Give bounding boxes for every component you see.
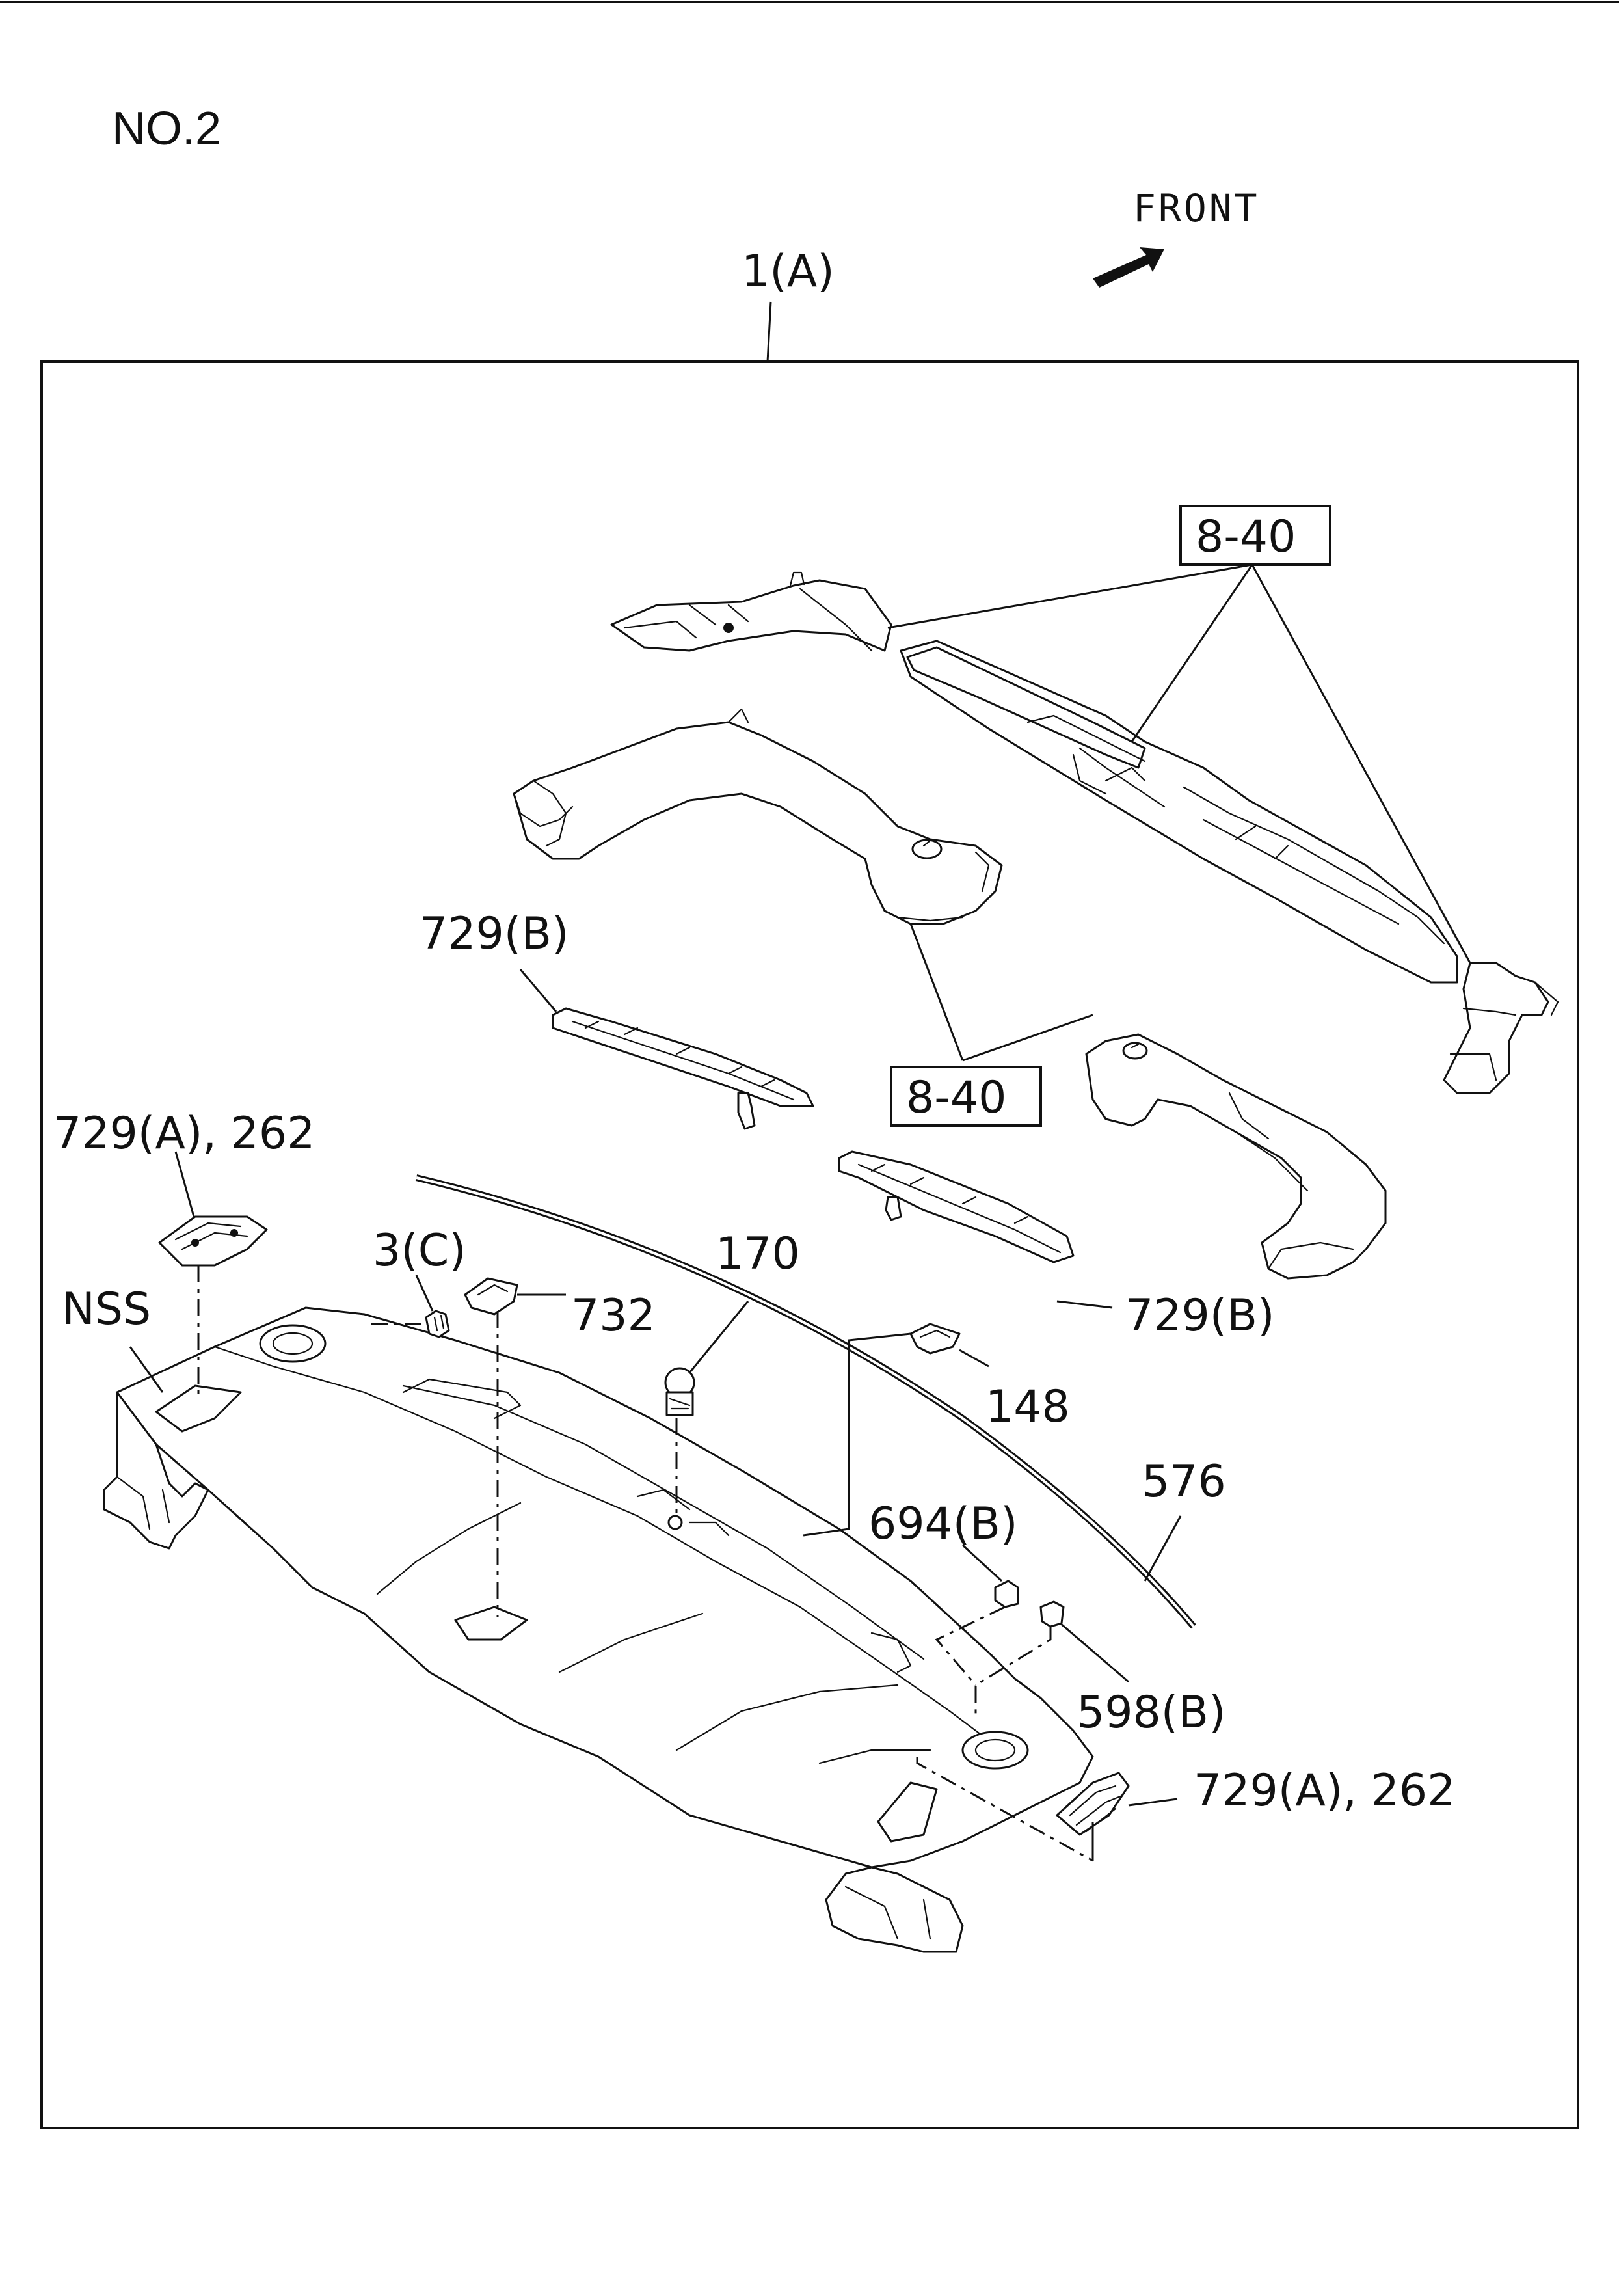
lower-grille (838, 1150, 1075, 1263)
leader-8-40-b (1131, 564, 1253, 742)
label-732: 732 (571, 1290, 656, 1342)
clip-732 (464, 1277, 518, 1316)
label-729a-left: 729(A), 262 (53, 1108, 315, 1159)
vent-left (158, 1215, 268, 1267)
nut-598b (1039, 1600, 1065, 1628)
front-arrow-icon (1093, 247, 1164, 288)
part-170 (664, 1367, 695, 1416)
dash-694b (935, 1606, 1006, 1686)
leader-729a-right (1128, 1798, 1178, 1807)
upper-right-duct (610, 571, 892, 652)
leader-8-40-e (962, 1014, 1093, 1062)
leader-3c (415, 1275, 434, 1312)
label-694b: 694(B) (868, 1498, 1018, 1550)
assembly-label: 1(A) (742, 246, 835, 297)
label-576: 576 (1142, 1456, 1226, 1507)
label-729b-lower: 729(B) (1125, 1290, 1275, 1342)
page-title: NO.2 (112, 103, 221, 155)
label-729b-upper: 729(B) (420, 908, 569, 960)
front-label: FRONT (1133, 186, 1260, 230)
assembly-frame (40, 360, 1579, 2129)
leader-nss (129, 1346, 164, 1393)
left-curved-duct (513, 708, 1003, 925)
ref-box-mid: 8-40 (906, 1072, 1006, 1124)
dashboard-panel (103, 1306, 1094, 1953)
label-729a-right: 729(A), 262 (1194, 1765, 1455, 1817)
part-148 (909, 1323, 961, 1355)
dash-598b (974, 1627, 1052, 1718)
assembly-leader (766, 301, 772, 362)
leader-729b-upper (519, 969, 557, 1012)
label-3c: 3(C) (373, 1225, 466, 1276)
ref-box-mid-frame (890, 1066, 1042, 1127)
weather-strip (415, 1174, 1196, 1629)
leader-729b-lower (1056, 1300, 1113, 1309)
label-598b: 598(B) (1077, 1687, 1226, 1738)
ref-box-top: 8-40 (1196, 511, 1296, 563)
leader-148-b (803, 1332, 911, 1537)
leader-170 (688, 1301, 749, 1373)
long-top-duct (900, 640, 1559, 1094)
label-170: 170 (716, 1228, 800, 1280)
leader-8-40-a (887, 563, 1253, 629)
right-curved-duct (1085, 1033, 1387, 1280)
clip-694b (994, 1580, 1019, 1608)
screw-3c (425, 1310, 450, 1338)
leader-8-40-c (1251, 564, 1471, 964)
leader-598b (1060, 1622, 1129, 1683)
dash-729a-right (916, 1757, 1093, 1862)
leader-729a-left (174, 1151, 195, 1217)
leader-694b (961, 1544, 1003, 1582)
ref-box-top-frame (1179, 505, 1331, 566)
leader-8-40-d (909, 923, 964, 1061)
label-148: 148 (985, 1381, 1070, 1433)
vent-right (1056, 1772, 1130, 1836)
label-nss: NSS (62, 1284, 151, 1335)
leader-576 (1144, 1515, 1182, 1582)
leader-148 (959, 1349, 989, 1368)
upper-grille (552, 1007, 814, 1130)
